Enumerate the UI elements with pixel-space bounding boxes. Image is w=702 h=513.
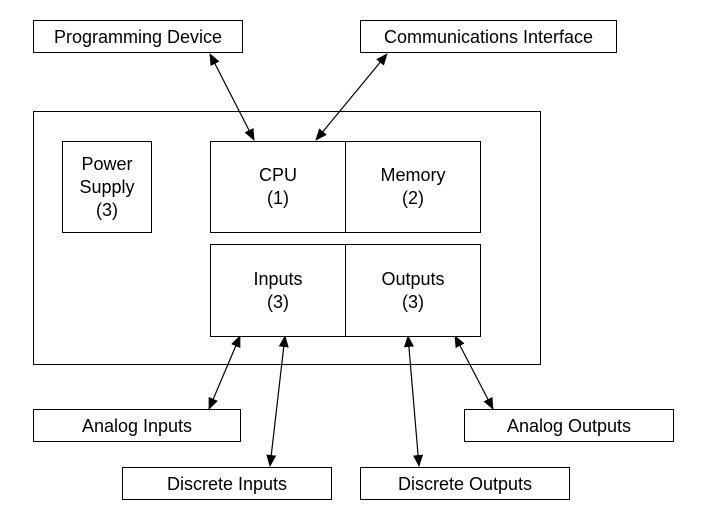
memory-label: Memory bbox=[380, 165, 446, 185]
communications-interface-label: Communications Interface bbox=[383, 26, 594, 47]
discrete-inputs-box: Discrete Inputs bbox=[122, 467, 332, 500]
analog-inputs-box: Analog Inputs bbox=[33, 409, 241, 442]
arrow-outputs-discrete-outputs bbox=[403, 335, 424, 467]
arrow-inputs-discrete-inputs bbox=[266, 335, 289, 467]
arrow-outputs-analog-outputs bbox=[454, 335, 494, 410]
cpu-box: CPU (1) bbox=[210, 141, 346, 233]
power-supply-line3: (3) bbox=[96, 199, 118, 220]
arrow-communications-interface-cpu bbox=[315, 53, 388, 141]
discrete-outputs-label: Discrete Outputs bbox=[397, 473, 533, 494]
arrow-inputs-analog-inputs bbox=[208, 335, 241, 410]
analog-inputs-label: Analog Inputs bbox=[81, 415, 193, 436]
power-supply-line1: Power bbox=[81, 153, 133, 174]
analog-outputs-label: Analog Outputs bbox=[506, 415, 632, 436]
outputs-label: Outputs bbox=[381, 268, 445, 289]
outputs-box: Outputs (3) bbox=[345, 244, 481, 337]
programming-device-label: Programming Device bbox=[53, 26, 223, 47]
inputs-number: (3) bbox=[267, 291, 289, 312]
memory-number: (2) bbox=[402, 188, 424, 208]
power-supply-box: Power Supply (3) bbox=[62, 141, 152, 233]
cpu-number: (1) bbox=[267, 188, 289, 208]
inputs-box: Inputs (3) bbox=[210, 244, 346, 337]
analog-outputs-box: Analog Outputs bbox=[464, 409, 674, 442]
outputs-number: (3) bbox=[402, 291, 424, 312]
discrete-outputs-box: Discrete Outputs bbox=[360, 467, 570, 500]
cpu-label: CPU bbox=[258, 165, 297, 185]
programming-device-box: Programming Device bbox=[33, 20, 243, 53]
communications-interface-box: Communications Interface bbox=[360, 20, 617, 53]
power-supply-line2: Supply bbox=[79, 176, 135, 197]
inputs-label: Inputs bbox=[253, 268, 303, 289]
arrow-programming-device-cpu bbox=[209, 53, 255, 141]
memory-box: Memory (2) bbox=[345, 141, 481, 233]
discrete-inputs-label: Discrete Inputs bbox=[166, 473, 288, 494]
